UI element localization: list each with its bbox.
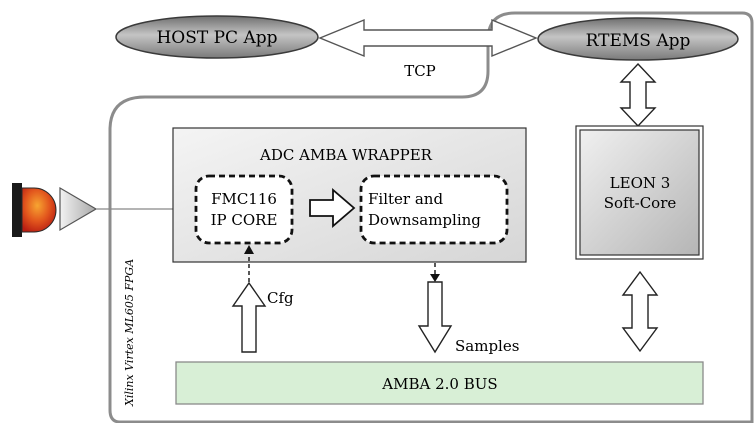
amplifier-icon [59, 186, 98, 232]
leon-line-1: LEON 3 [610, 174, 671, 192]
leon-line-2: Soft-Core [604, 194, 677, 212]
cfg-arrow [231, 281, 267, 353]
host-pc-app-label: HOST PC App [156, 28, 277, 48]
samples-label: Samples [455, 337, 519, 355]
cfg-dashed-arrowhead [244, 245, 254, 254]
fmc-to-filter-arrow [309, 188, 356, 228]
samples-arrow [417, 281, 453, 354]
fmc116-ip-core [194, 174, 294, 245]
fmc-core-line-2: IP CORE [211, 211, 278, 229]
rtems-app-label: RTEMS App [586, 31, 691, 51]
leon3-soft-core [575, 125, 704, 260]
filter-line-2: Downsampling [368, 211, 481, 229]
host-pc-app-node [115, 15, 319, 59]
samples-dashed-arrowhead [430, 274, 440, 282]
fpga-boundary [108, 11, 754, 423]
adc-wrapper-title: ADC AMBA WRAPPER [259, 146, 433, 164]
filter-line-1: Filter and [368, 190, 443, 208]
cfg-label: Cfg [267, 289, 294, 307]
tcp-label: TCP [404, 62, 436, 80]
leon-bus-arrow [621, 270, 659, 353]
filter-downsampling [359, 174, 509, 245]
rtems-app-node [537, 17, 739, 61]
rtems-leon-arrow [619, 62, 657, 128]
amba-bus-label: AMBA 2.0 BUS [381, 375, 497, 393]
tcp-arrow [318, 18, 538, 58]
amba-bus [175, 361, 704, 405]
fmc-core-line-1: FMC116 [211, 190, 277, 208]
fpga-label: Xilinx Virtex ML605 FPGA [123, 259, 136, 407]
led-icon [12, 183, 57, 237]
